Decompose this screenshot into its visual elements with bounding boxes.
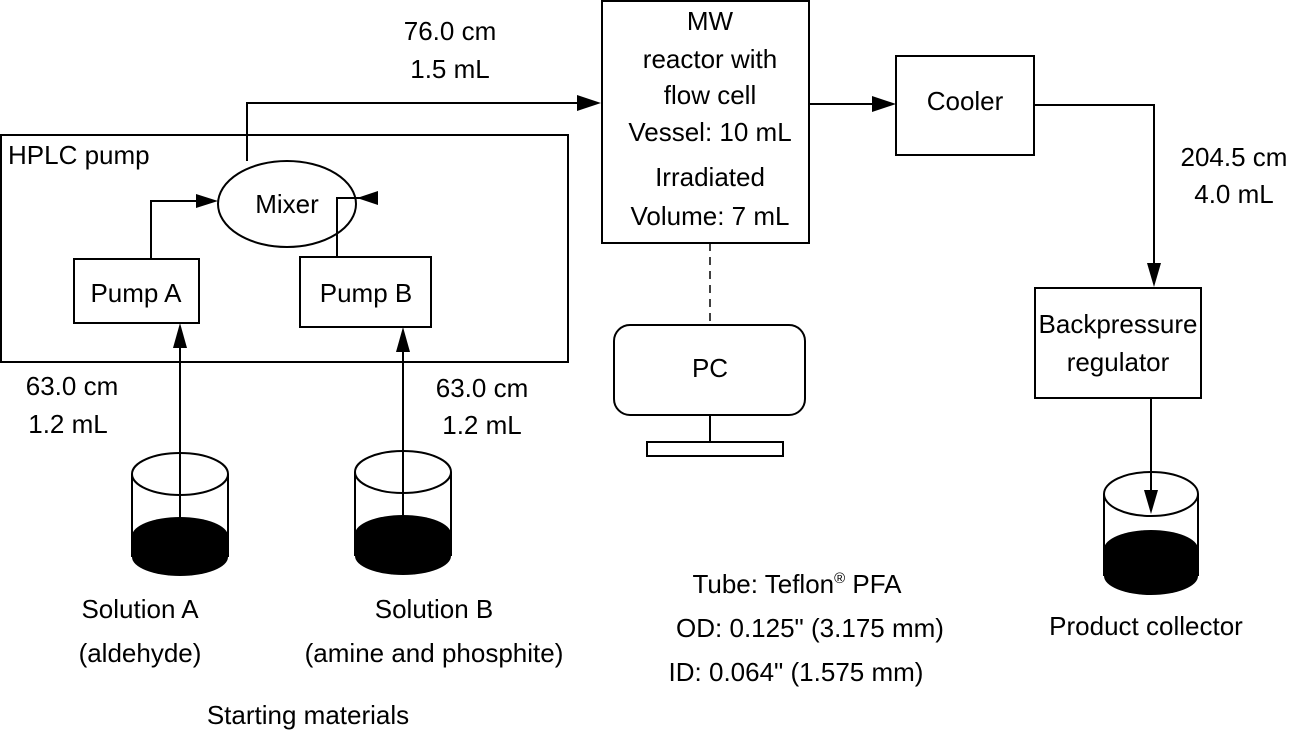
cooler-to-bpr-line [1034, 104, 1155, 270]
reactor-to-cooler-arrowhead [872, 96, 896, 112]
solution-a-name: Solution A [81, 594, 199, 624]
mixer-label: Mixer [255, 189, 319, 219]
tube-a-length: 63.0 cm [26, 371, 119, 401]
solution-a-to-pump-a-arrowhead [173, 323, 187, 348]
pump-b-label: Pump B [320, 278, 413, 308]
tube-id-spec: ID: 0.064" (1.575 mm) [669, 657, 924, 687]
cooler-box [895, 55, 1035, 156]
cooler-label: Cooler [927, 86, 1004, 116]
pump-b-to-mixer-arrowhead [357, 191, 378, 205]
pump-a-box [73, 258, 200, 324]
tube-material-prefix: Tube: Teflon [692, 569, 834, 599]
tube-material-line: Tube: Teflon® PFA [692, 569, 902, 599]
product-collector-beaker-icon [1103, 471, 1199, 595]
bpr-to-collector-arrowhead [1144, 490, 1158, 514]
mixer-node [217, 160, 357, 248]
solution-b-contents: (amine and phosphite) [305, 638, 564, 668]
product-collector-label: Product collector [1049, 611, 1243, 641]
reactor-line-2: reactor with [643, 44, 777, 74]
backpressure-regulator-box [1034, 287, 1202, 399]
reactor-line-3: flow cell [664, 80, 756, 110]
bpr-line-1: Backpressure [1039, 309, 1198, 339]
pump-a-label: Pump A [90, 278, 182, 308]
pump-a-to-mixer-line [150, 200, 200, 259]
mixer-to-reactor-line [246, 102, 578, 161]
mw-reactor-box [601, 0, 810, 244]
tube-b-volume: 1.2 mL [442, 410, 522, 440]
tube-mixer-reactor-volume: 1.5 mL [410, 54, 490, 84]
solution-a-contents: (aldehyde) [79, 638, 202, 668]
reactor-line-1: MW [687, 6, 734, 36]
mixer-to-reactor-arrowhead [577, 95, 601, 111]
tube-a-volume: 1.2 mL [28, 409, 108, 439]
reactor-line-4: Vessel: 10 mL [628, 117, 791, 147]
tube-material-suffix: PFA [845, 569, 902, 599]
tube-cooler-bpr-volume: 4.0 mL [1194, 179, 1274, 209]
pc-label: PC [692, 353, 728, 383]
bpr-line-2: regulator [1067, 347, 1170, 377]
reactor-line-5: Irradiated [655, 162, 765, 192]
solution-b-to-pump-b-arrowhead [396, 327, 410, 352]
registered-mark: ® [834, 570, 845, 587]
pc-monitor-icon [613, 324, 806, 457]
tube-cooler-bpr-length: 204.5 cm [1181, 142, 1288, 172]
starting-materials-label: Starting materials [207, 700, 409, 730]
solution-b-name: Solution B [375, 594, 494, 624]
hplc-pump-label: HPLC pump [8, 140, 150, 170]
tube-mixer-reactor-length: 76.0 cm [404, 16, 497, 46]
tube-od-spec: OD: 0.125" (3.175 mm) [676, 613, 944, 643]
cooler-to-bpr-arrowhead [1147, 263, 1161, 287]
reactor-line-6: Volume: 7 mL [631, 201, 790, 231]
tube-b-length: 63.0 cm [436, 373, 529, 403]
pump-b-box [299, 256, 432, 328]
pump-a-to-mixer-arrowhead [196, 194, 218, 208]
